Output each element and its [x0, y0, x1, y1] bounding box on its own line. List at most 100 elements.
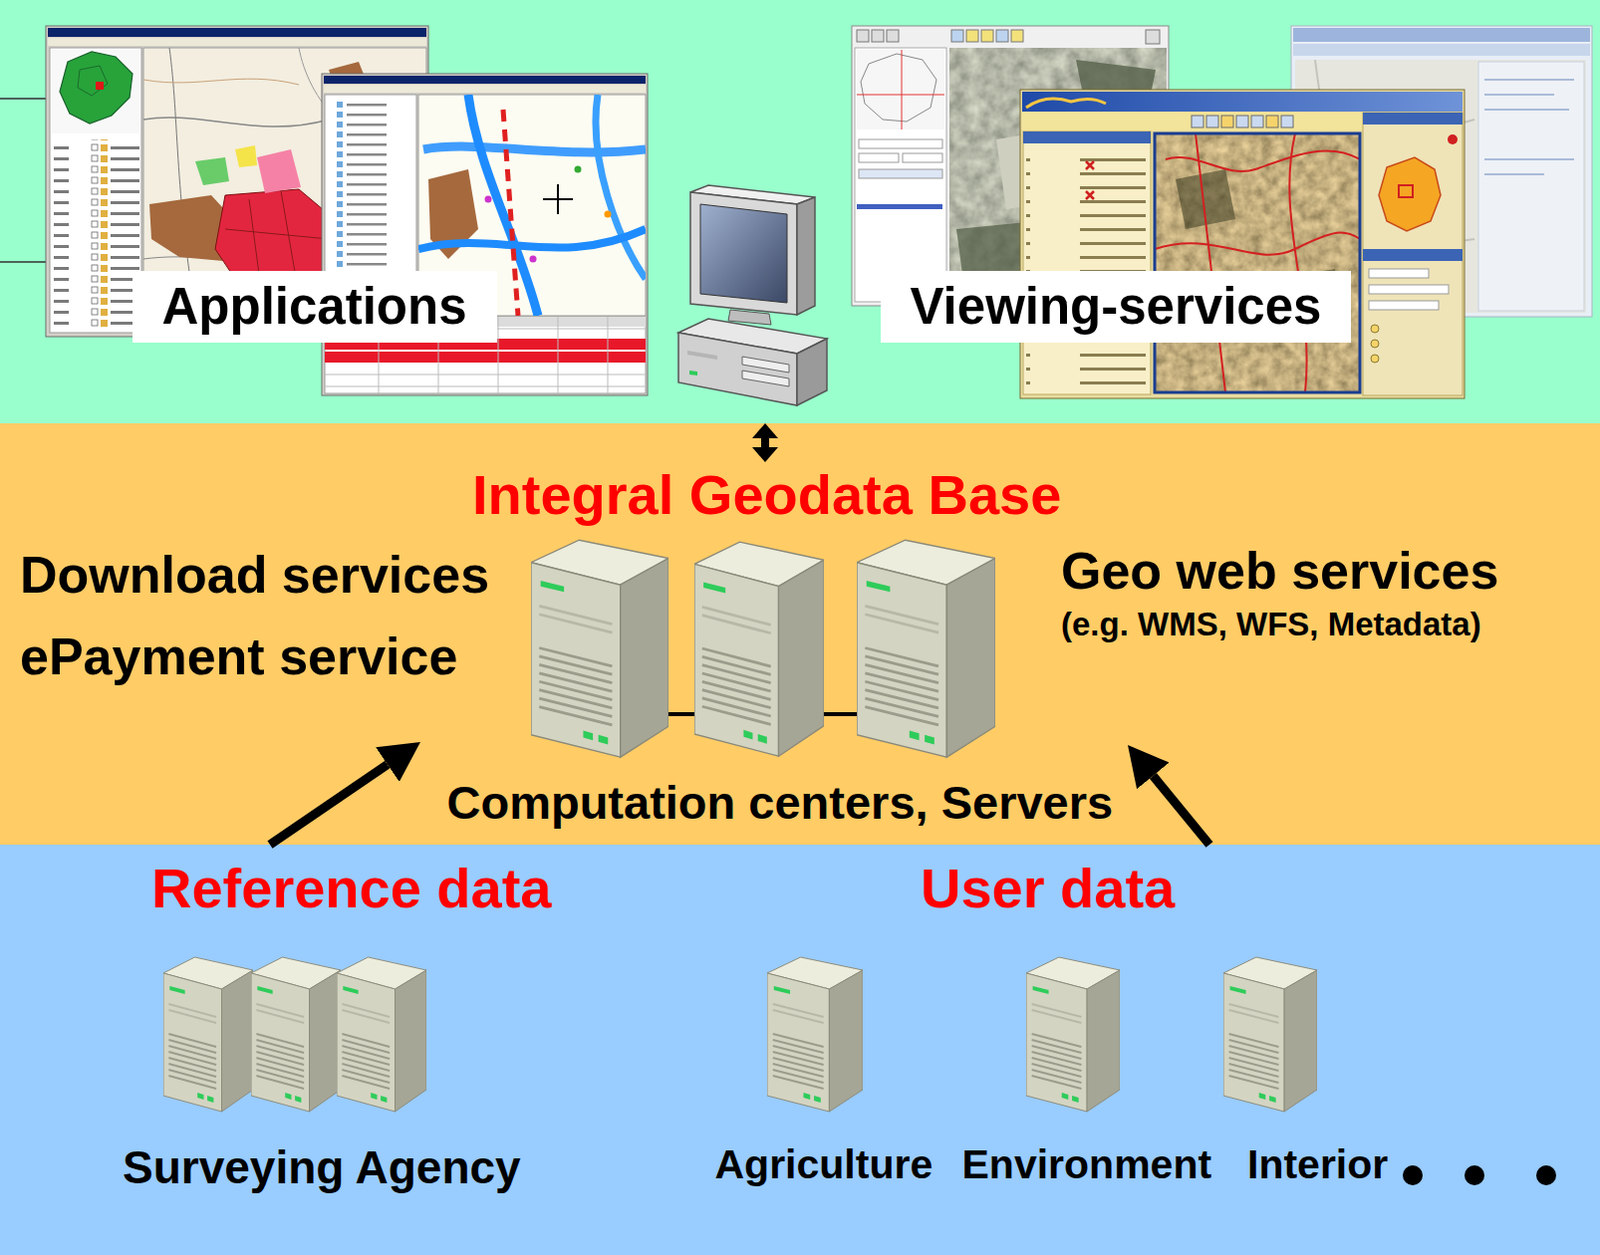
application-screenshot [428, 169, 479, 260]
viewer-screenshot [1206, 115, 1219, 128]
application-screenshot [45, 25, 648, 396]
application-screenshot [45, 25, 429, 337]
server-icon [1223, 957, 1318, 1112]
computer-icon [742, 370, 790, 387]
viewer-screenshot [1026, 98, 1106, 108]
service-label: Download services [19, 545, 490, 606]
application-screenshot [418, 229, 646, 250]
viewer-screenshot [1370, 324, 1379, 333]
computer-icon [687, 350, 718, 360]
service-label: Geo web services [1061, 541, 1499, 602]
continuation-dots [1402, 1165, 1423, 1186]
viewer-screenshot [1398, 185, 1413, 198]
application-screenshot [143, 249, 427, 264]
text-slot: (e.g. WMS, WFS, Metadata) [1061, 605, 1482, 644]
text-slot: ePayment service [19, 627, 458, 688]
server-label: Surveying Agency [122, 1141, 522, 1195]
viewer-screenshot [1251, 115, 1264, 128]
viewer-screenshot [860, 53, 937, 122]
viewer-screenshot [1291, 25, 1593, 317]
connector-arrow [761, 438, 770, 448]
text-slot: Viewing-services [880, 270, 1352, 344]
viewer-screenshot [854, 47, 947, 302]
viewer-screenshot [1154, 133, 1360, 393]
viewer-screenshot [1191, 115, 1204, 128]
continuation-dots [1536, 1165, 1557, 1186]
application-screenshot [485, 196, 493, 204]
connector-arrow [269, 765, 388, 845]
slide-rule-marks [0, 98, 46, 263]
computer-icon [678, 318, 827, 354]
application-screenshot [47, 37, 427, 46]
application-screenshot [169, 47, 200, 333]
computer-icon [700, 204, 788, 303]
application-screenshot [604, 211, 612, 219]
viewer-screenshot [1154, 133, 1360, 393]
application-screenshot [468, 94, 538, 316]
application-screenshot [257, 149, 301, 194]
viewer-screenshot [1484, 79, 1575, 175]
viewer-screenshot [886, 29, 899, 42]
server-cluster-icon [856, 539, 996, 758]
viewer-screenshot [858, 169, 943, 179]
application-screenshot [321, 73, 648, 396]
application-screenshot [143, 95, 427, 127]
server-cluster-icon [652, 712, 859, 717]
application-screenshot [358, 169, 395, 200]
viewer-screenshot [981, 29, 994, 42]
group-title: Reference data [151, 856, 552, 921]
group-title: Integral Geodata Base [472, 464, 1062, 527]
application-screenshot [143, 47, 427, 333]
application-screenshot [143, 78, 427, 232]
text-slot: Surveying Agency [122, 1141, 522, 1195]
text-slot: Geo web services [1061, 541, 1499, 602]
viewer-screenshot [1281, 115, 1294, 128]
viewer-screenshot [1293, 27, 1591, 42]
viewer-screenshot [1154, 133, 1360, 393]
viewer-screenshot [1478, 61, 1585, 311]
viewer-screenshot [1368, 268, 1429, 278]
viewer-screenshot [1362, 112, 1463, 125]
computer-icon [797, 197, 815, 315]
computer-icon [797, 338, 827, 406]
viewer-screenshot [1368, 300, 1439, 310]
viewer-screenshot [1023, 131, 1151, 144]
client-band: ApplicationsViewing-services [0, 0, 1600, 424]
continuation-dots [1464, 1165, 1485, 1186]
viewer-screenshot [851, 25, 1169, 306]
application-screenshot [59, 51, 133, 124]
connector-group [269, 438, 1210, 845]
viewer-screenshot [902, 153, 943, 163]
application-screenshot [235, 145, 258, 168]
viewer-screenshot [956, 219, 1067, 304]
application-screenshot [215, 189, 337, 299]
viewer-screenshot [856, 49, 945, 130]
viewer-screenshot [1370, 339, 1379, 348]
viewer-screenshot [1447, 134, 1458, 145]
application-screenshot [49, 47, 142, 333]
text-slot: Agriculture [715, 1141, 934, 1189]
viewer-screenshot [1026, 149, 1146, 389]
viewer-screenshot [956, 59, 1166, 304]
application-screenshot [95, 81, 104, 90]
application-screenshot [324, 351, 646, 363]
application-screenshot [423, 146, 646, 153]
viewer-screenshot [1236, 115, 1249, 128]
viewer-screenshot [1293, 43, 1591, 56]
text-slot: User data [920, 856, 1175, 921]
slide-rule-marks [0, 98, 46, 263]
application-screenshot [324, 316, 646, 394]
application-screenshot [328, 99, 413, 299]
viewer-screenshot [858, 139, 943, 149]
application-screenshot [324, 316, 646, 327]
viewer-screenshot [851, 25, 1593, 399]
computer-icon [689, 370, 698, 376]
server-cluster-icon [531, 539, 669, 758]
viewer-screenshot [1085, 161, 1094, 200]
application-screenshot [542, 184, 573, 215]
viewer-screenshot [1011, 29, 1024, 42]
viewer-screenshot [1145, 29, 1160, 44]
application-screenshot [189, 270, 240, 309]
server-cluster: Integral Geodata BaseComputation centers… [420, 462, 1128, 837]
server-node: Environment [958, 948, 1217, 1194]
